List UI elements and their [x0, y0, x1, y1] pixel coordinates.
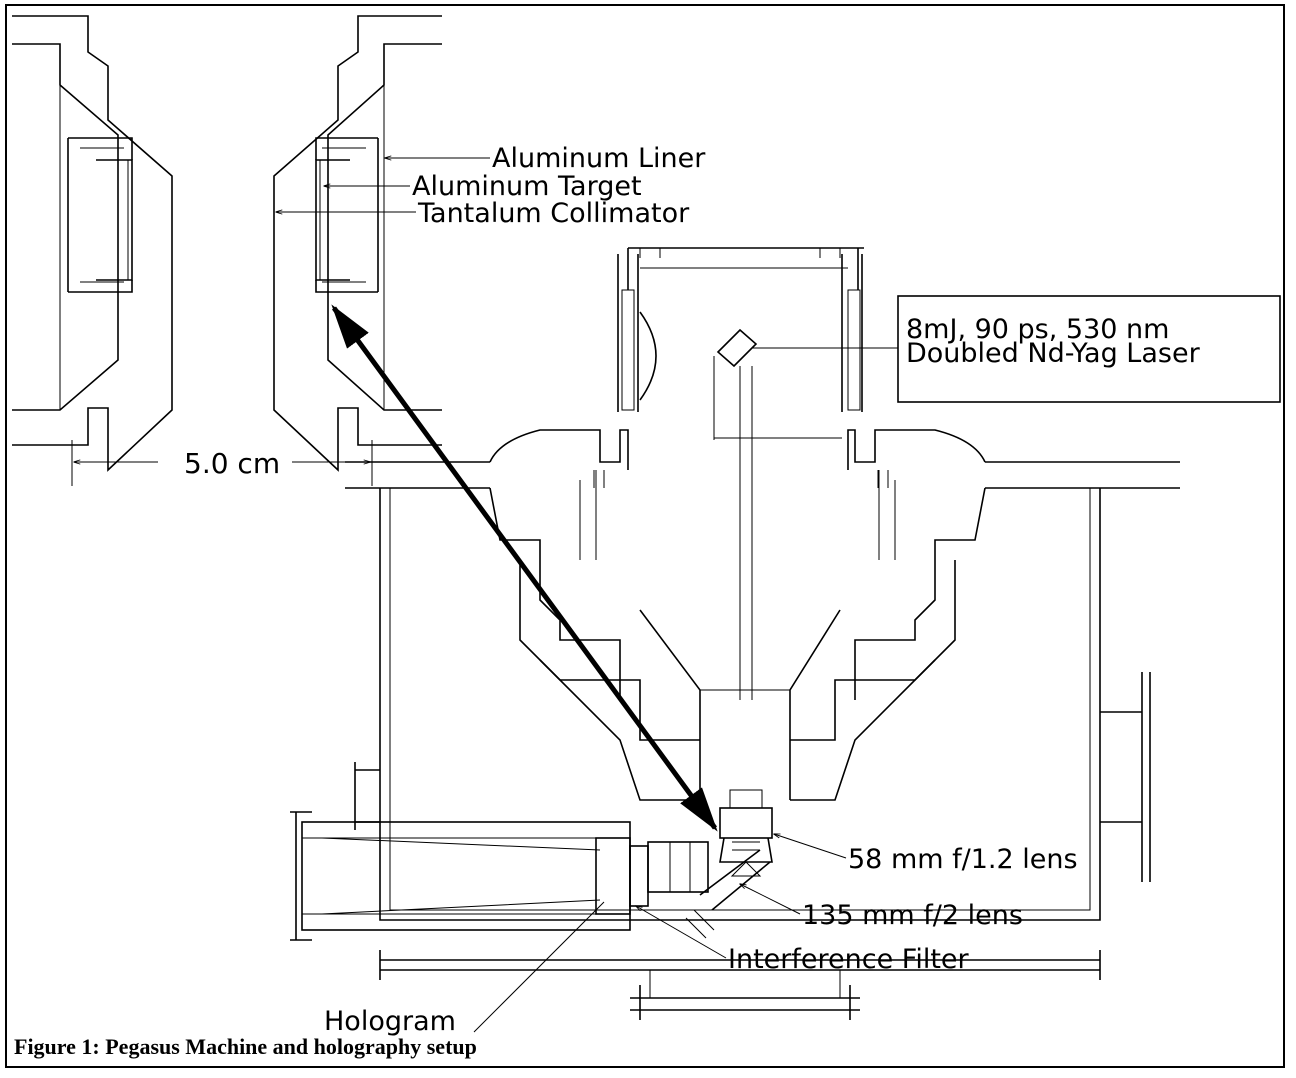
figure-caption: Figure 1: Pegasus Machine and holography…: [14, 1034, 477, 1059]
zoom-arrow: [331, 304, 718, 832]
label-laser-name: Doubled Nd-Yag Laser: [906, 338, 1201, 369]
label-tantalum-collimator: Tantalum Collimator: [417, 198, 690, 229]
label-135mm-lens: 135 mm f/2 lens: [802, 900, 1023, 931]
lower-leaders: [473, 834, 847, 1033]
label-interference-filter: Interference Filter: [728, 944, 970, 975]
label-aluminum-liner: Aluminum Liner: [492, 143, 706, 174]
label-58mm-lens: 58 mm f/1.2 lens: [848, 844, 1078, 875]
label-dimension: 5.0 cm: [184, 447, 280, 480]
label-laser-specs: 8mJ, 90 ps, 530 nm: [906, 314, 1169, 345]
label-aluminum-target: Aluminum Target: [412, 171, 642, 202]
laser-box: [897, 295, 1281, 403]
label-hologram: Hologram: [324, 1006, 456, 1037]
liner-assembly-inset: [12, 15, 442, 472]
inset-leaders: [276, 158, 490, 212]
